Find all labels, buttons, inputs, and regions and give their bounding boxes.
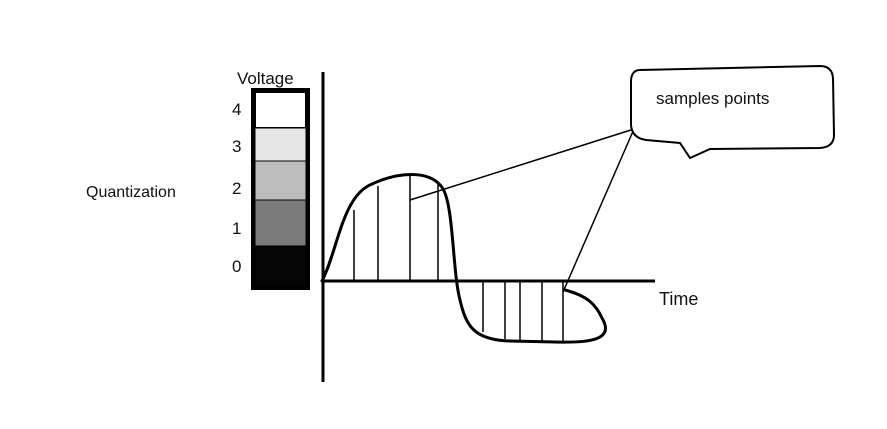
quantization-bar — [251, 88, 310, 290]
positive-sample-lines — [353, 176, 439, 281]
callout-text: samples points — [656, 89, 769, 108]
level-2-band — [254, 160, 307, 201]
level-1-label: 1 — [232, 219, 241, 238]
time-label: Time — [659, 289, 698, 309]
level-4-label: 4 — [232, 100, 241, 119]
level-0-label: 0 — [232, 257, 241, 276]
level-3-label: 3 — [232, 137, 241, 156]
level-3-band — [254, 127, 307, 162]
callout-bubble — [630, 64, 836, 160]
level-1-band — [254, 199, 307, 247]
level-2-label: 2 — [232, 179, 241, 198]
callout-pointer-line — [409, 128, 635, 201]
callout-pointer-line — [562, 128, 635, 293]
quantization-label: Quantization — [86, 184, 176, 201]
negative-sample-lines — [482, 281, 564, 342]
level-0-band — [254, 245, 307, 287]
signal-waveform — [320, 173, 607, 344]
quantization-bar-border — [251, 88, 310, 290]
level-4-band — [254, 91, 307, 129]
voltage-label: Voltage — [237, 69, 294, 88]
